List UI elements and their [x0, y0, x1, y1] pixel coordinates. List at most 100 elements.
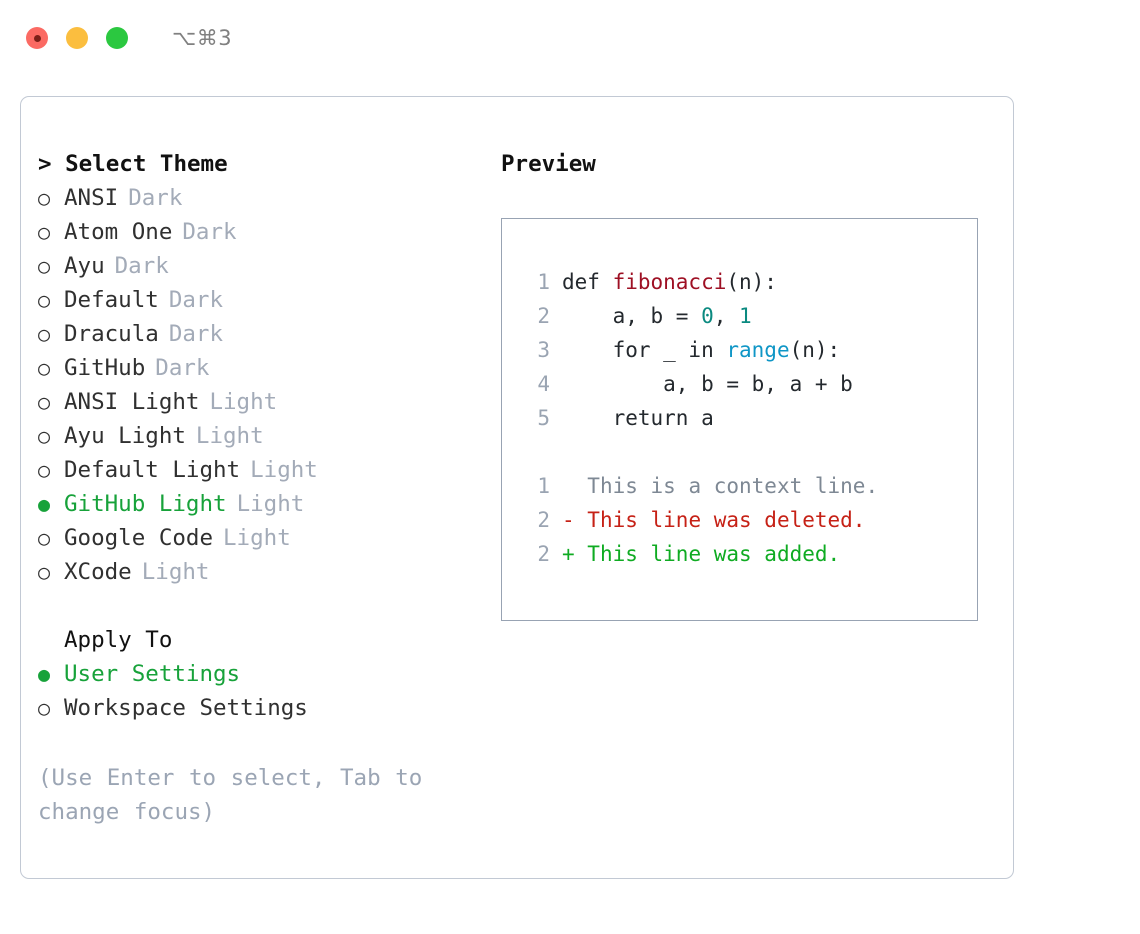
theme-item-kind-badge: Light [223, 525, 291, 551]
apply-to-option-label: Workspace Settings [64, 695, 308, 721]
code-line: 2 a, b = 0, 1 [524, 299, 977, 333]
window-shortcut-label: ⌥⌘3 [172, 25, 233, 50]
theme-item-kind-badge: Dark [168, 287, 224, 313]
code-token-plain: (n): [789, 338, 841, 362]
theme-item-kind-badge: Dark [114, 253, 169, 279]
theme-item-name: Ayu [64, 253, 105, 279]
select-theme-heading: > Select Theme [38, 151, 228, 177]
diff-line-text: This line was deleted. [587, 508, 866, 532]
code-token-plain: , [713, 304, 740, 328]
code-token-number: 0 [701, 304, 714, 328]
window-titlebar: ⌥⌘3 [0, 0, 1140, 76]
diff-line-number: 2 [537, 508, 550, 532]
radio-unselected-icon: ○ [38, 526, 51, 550]
diff-marker: + [562, 542, 588, 566]
radio-unselected-icon: ○ [38, 322, 51, 346]
preview-heading: Preview [501, 151, 596, 177]
theme-item-kind-badge: Light [209, 389, 278, 415]
apply-to-option-label: User Settings [64, 661, 241, 687]
theme-item-kind-badge: Dark [182, 219, 237, 245]
theme-item-xcode[interactable]: ○ XCode Light [38, 555, 478, 589]
zoom-window-icon[interactable] [106, 27, 128, 49]
theme-item-kind-badge: Light [250, 457, 318, 483]
diff-line-addition: 2 + This line was added. [524, 537, 977, 571]
code-line-number: 2 [537, 304, 550, 328]
minimize-window-icon[interactable] [66, 27, 88, 49]
radio-unselected-icon: ○ [38, 560, 51, 584]
diff-marker: - [562, 508, 588, 532]
theme-item-name: GitHub [64, 355, 146, 381]
radio-unselected-icon: ○ [38, 696, 51, 720]
theme-item-kind-badge: Light [141, 559, 210, 585]
code-line: 3 for _ in range(n): [524, 333, 977, 367]
theme-item-name: Default [64, 287, 159, 313]
code-line-number: 3 [537, 338, 550, 362]
code-line-number: 4 [537, 372, 550, 396]
code-line: 5 return a [524, 401, 977, 435]
apply-to-label: Apply To [64, 627, 173, 653]
close-window-icon[interactable] [26, 27, 48, 49]
theme-item-name: Atom One [64, 219, 173, 245]
theme-item-kind-badge: Dark [155, 355, 210, 381]
radio-unselected-icon: ○ [38, 458, 51, 482]
code-token-plain: def [562, 270, 613, 294]
code-token-plain: (n): [726, 270, 777, 294]
theme-item-kind-badge: Light [236, 491, 305, 517]
diff-line-text: This line was added. [587, 542, 841, 566]
apply-to-group: Apply To ● User Settings ○ Workspace Settin… [38, 623, 478, 725]
diff-marker [562, 469, 587, 503]
radio-unselected-icon: ○ [38, 356, 51, 380]
diff-line-text: This is a context line. [587, 474, 879, 498]
radio-unselected-icon: ○ [38, 186, 51, 210]
code-spacer [524, 435, 977, 469]
code-line-number: 1 [537, 270, 550, 294]
apply-to-option-workspace-settings[interactable]: ○ Workspace Settings [38, 691, 478, 725]
theme-item-name: GitHub Light [64, 491, 227, 517]
keyboard-hint-text: (Use Enter to select, Tab to change focu… [38, 765, 423, 825]
theme-item-kind-badge: Dark [128, 185, 183, 211]
apply-to-options: ● User Settings ○ Workspace Settings [38, 657, 478, 725]
code-line-number: 5 [537, 406, 550, 430]
diff-line-number: 1 [537, 474, 550, 498]
theme-item-github[interactable]: ○ GitHub Dark [38, 351, 478, 385]
traffic-light-group [26, 27, 128, 49]
theme-item-atom-one[interactable]: ○ Atom One Dark [38, 215, 478, 249]
diff-line-context: 1 This is a context line. [524, 469, 977, 503]
apply-to-option-user-settings[interactable]: ● User Settings [38, 657, 478, 691]
code-token-builtin: range [726, 338, 790, 362]
theme-item-default-light[interactable]: ○ Default Light Light [38, 453, 478, 487]
diff-line-number: 2 [537, 542, 550, 566]
diff-sample: 1 This is a context line.2- This line wa… [524, 469, 977, 571]
theme-item-name: XCode [64, 559, 132, 585]
code-line: 1 def fibonacci(n): [524, 265, 977, 299]
theme-item-default[interactable]: ○ Default Dark [38, 283, 478, 317]
radio-unselected-icon: ○ [38, 424, 51, 448]
theme-item-name: Google Code [64, 525, 214, 551]
radio-unselected-icon: ○ [38, 220, 51, 244]
radio-selected-icon: ● [38, 662, 51, 686]
radio-unselected-icon: ○ [38, 288, 51, 312]
theme-item-google-code[interactable]: ○ Google Code Light [38, 521, 478, 555]
code-token-number: 1 [739, 304, 752, 328]
diff-line-deletion: 2- This line was deleted. [524, 503, 977, 537]
theme-item-name: Default Light [64, 457, 241, 483]
theme-item-name: ANSI Light [64, 389, 200, 415]
code-token-plain: a, b = b, a + b [562, 372, 853, 396]
code-token-plain: return a [562, 406, 714, 430]
theme-item-name: ANSI [64, 185, 119, 211]
theme-item-name: Dracula [64, 321, 159, 347]
theme-item-ansi[interactable]: ○ ANSI Dark [38, 181, 478, 215]
code-token-function: fibonacci [612, 270, 727, 294]
code-token-plain: a, b = [562, 304, 702, 328]
